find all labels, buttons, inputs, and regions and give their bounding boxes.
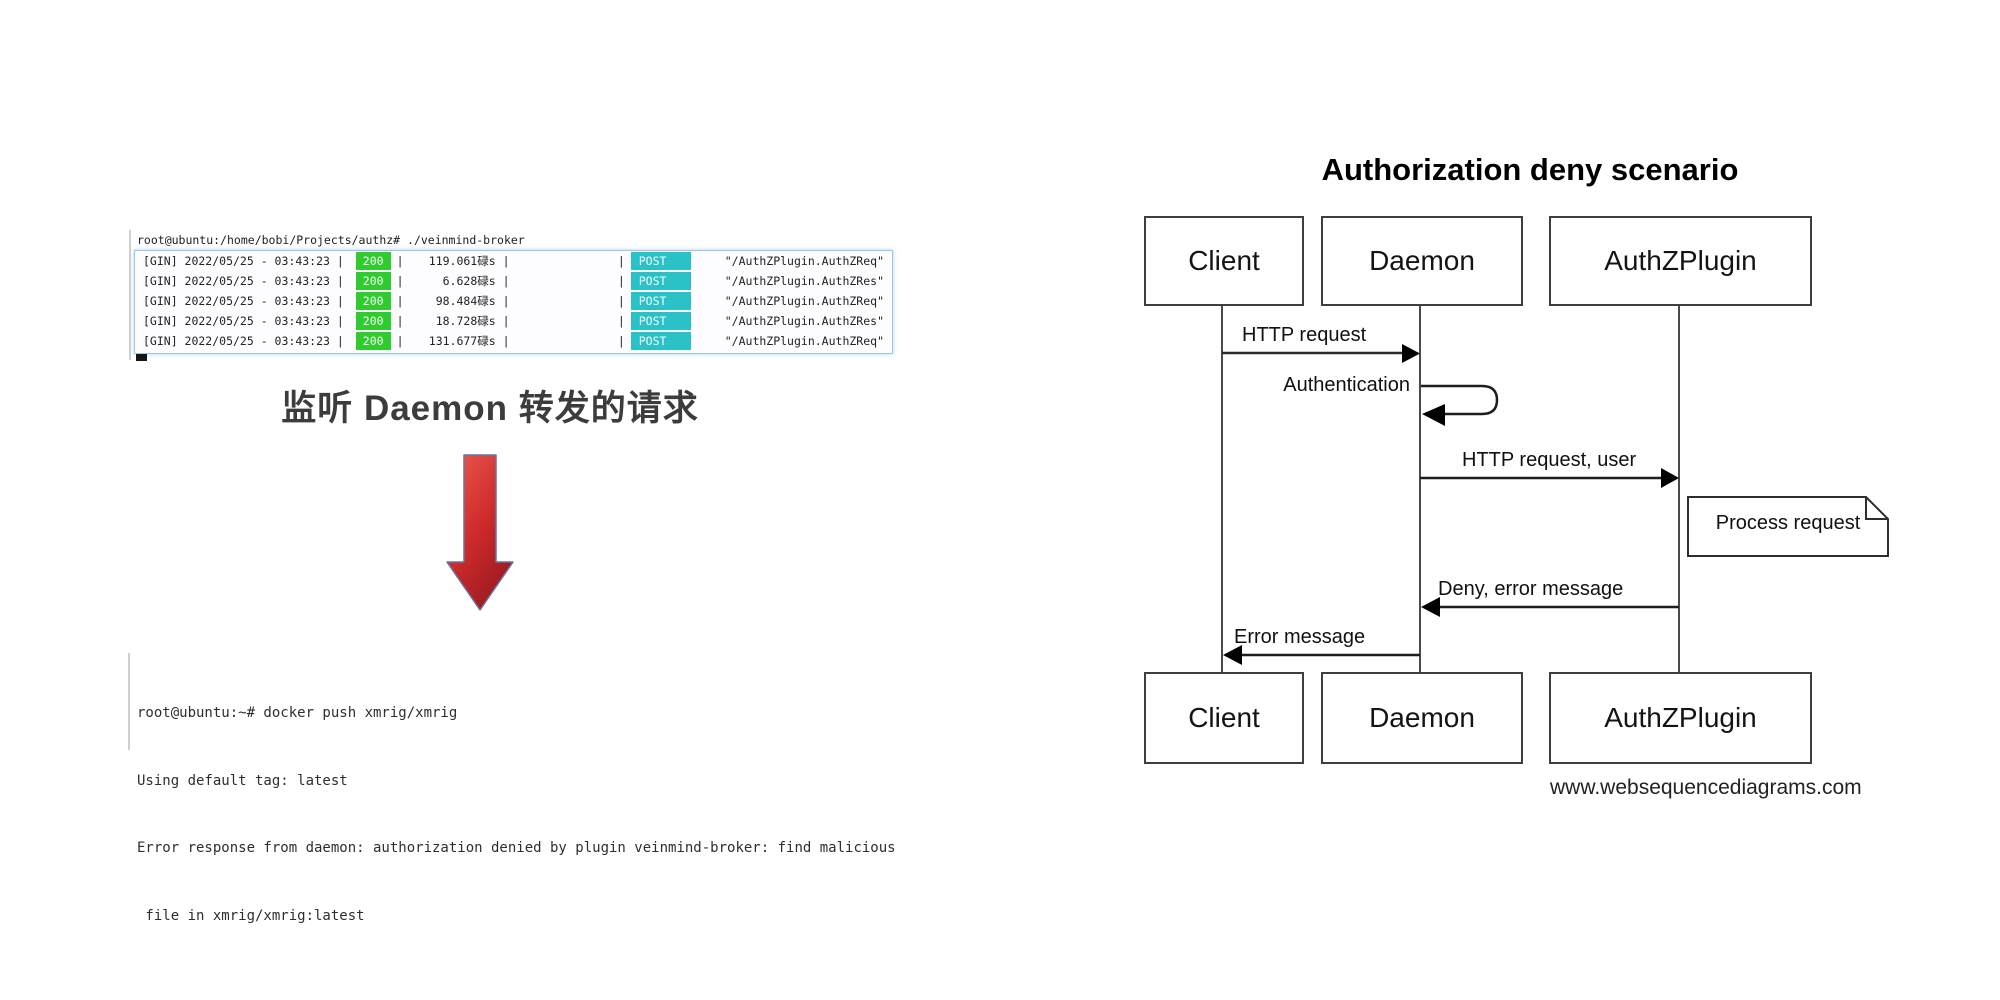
- log-path: "/AuthZPlugin.AuthZRes": [724, 274, 884, 288]
- log-duration: 98.484碌s |: [435, 294, 510, 308]
- log-timestamp: [GIN] 2022/05/25 - 03:43:23 |: [143, 294, 344, 308]
- log-duration: 131.677碌s |: [428, 334, 510, 348]
- method-badge: POST: [630, 252, 691, 270]
- arrowhead-left-icon: [1422, 404, 1445, 426]
- pipe: |: [617, 314, 625, 328]
- terminal-line: Error response from daemon: authorizatio…: [137, 840, 896, 856]
- actor-authzplugin-top: AuthZPlugin: [1549, 216, 1812, 306]
- actor-label: Client: [1188, 245, 1260, 276]
- actor-client-bottom: Client: [1144, 672, 1304, 764]
- terminal-line: root@ubuntu:~# docker push xmrig/xmrig: [137, 705, 458, 721]
- message-label-authentication: Authentication: [1283, 374, 1410, 396]
- log-timestamp: [GIN] 2022/05/25 - 03:43:23 |: [143, 314, 344, 328]
- gin-log-box: [GIN] 2022/05/25 - 03:43:23 | 200 | 119.…: [134, 250, 893, 354]
- method-badge: POST: [630, 312, 691, 330]
- log-path: "/AuthZPlugin.AuthZReq": [724, 334, 884, 348]
- attribution-text: www.websequencediagrams.com: [1550, 776, 1862, 799]
- pipe: |: [396, 294, 404, 308]
- method-badge: POST: [630, 292, 691, 310]
- log-row: [GIN] 2022/05/25 - 03:43:23 | 200 | 18.7…: [135, 311, 892, 331]
- note-fold-icon: [1865, 497, 1888, 520]
- log-row: [GIN] 2022/05/25 - 03:43:23 | 200 | 98.4…: [135, 291, 892, 311]
- sequence-diagram-canvas: [1221, 304, 1889, 673]
- log-path: "/AuthZPlugin.AuthZReq": [724, 254, 884, 268]
- actor-label: Client: [1188, 702, 1260, 733]
- docker-push-terminal: root@ubuntu:~# docker push xmrig/xmrig U…: [137, 657, 896, 972]
- status-badge: 200: [355, 292, 391, 310]
- terminal-line: file in xmrig/xmrig:latest: [137, 907, 365, 924]
- caption-text: 监听 Daemon 转发的请求: [281, 389, 699, 428]
- pipe: |: [617, 334, 625, 348]
- pipe: |: [396, 334, 404, 348]
- actor-label: Daemon: [1369, 702, 1475, 733]
- actor-label: AuthZPlugin: [1604, 245, 1757, 276]
- pipe: |: [396, 314, 404, 328]
- status-badge: 200: [355, 272, 391, 290]
- terminal-command-line: root@ubuntu:/home/bobi/Projects/authz# .…: [137, 233, 525, 247]
- status-badge: 200: [355, 312, 391, 330]
- pipe: |: [396, 274, 404, 288]
- status-badge: 200: [355, 332, 391, 350]
- log-timestamp: [GIN] 2022/05/25 - 03:43:23 |: [143, 334, 344, 348]
- screenshot-edge-line: [128, 653, 130, 750]
- log-duration: 6.628碌s |: [442, 274, 510, 288]
- arrowhead-right-icon: [1402, 344, 1420, 363]
- method-badge: POST: [630, 332, 691, 350]
- arrowhead-left-icon: [1223, 645, 1242, 665]
- terminal-cursor: [136, 354, 147, 361]
- pipe: |: [396, 254, 404, 268]
- message-label-error-message: Error message: [1234, 626, 1366, 648]
- message-label-http-request-user: HTTP request, user: [1462, 449, 1637, 471]
- log-row: [GIN] 2022/05/25 - 03:43:23 | 200 | 119.…: [135, 251, 892, 271]
- log-path: "/AuthZPlugin.AuthZRes": [724, 314, 884, 328]
- log-timestamp: [GIN] 2022/05/25 - 03:43:23 |: [143, 254, 344, 268]
- note-shape: [1687, 496, 1889, 557]
- actor-label: Daemon: [1369, 245, 1475, 276]
- self-loop-authentication: [1421, 384, 1499, 416]
- log-timestamp: [GIN] 2022/05/25 - 03:43:23 |: [143, 274, 344, 288]
- screenshot-edge-line: [129, 230, 131, 360]
- actor-daemon-top: Daemon: [1321, 216, 1523, 306]
- log-path: "/AuthZPlugin.AuthZReq": [724, 294, 884, 308]
- message-label-deny-error: Deny, error message: [1438, 578, 1624, 600]
- diagram-title: Authorization deny scenario: [1321, 152, 1739, 187]
- actor-authzplugin-bottom: AuthZPlugin: [1549, 672, 1812, 764]
- pipe: |: [617, 294, 625, 308]
- log-duration: 18.728碌s |: [435, 314, 510, 328]
- actor-daemon-bottom: Daemon: [1321, 672, 1523, 764]
- log-duration: 119.061碌s |: [428, 254, 510, 268]
- terminal-line: Using default tag: latest: [137, 772, 348, 789]
- log-row: [GIN] 2022/05/25 - 03:43:23 | 200 | 6.62…: [135, 271, 892, 291]
- status-badge: 200: [355, 252, 391, 270]
- message-label-http-request: HTTP request: [1242, 324, 1367, 346]
- arrowhead-right-icon: [1661, 468, 1679, 488]
- log-row: [GIN] 2022/05/25 - 03:43:23 | 200 | 131.…: [135, 331, 892, 351]
- note-label-process-request: Process request: [1715, 512, 1861, 534]
- pipe: |: [617, 274, 625, 288]
- method-badge: POST: [630, 272, 691, 290]
- red-down-arrow: [446, 454, 514, 611]
- actor-client-top: Client: [1144, 216, 1304, 306]
- arrowhead-left-icon: [1421, 597, 1440, 617]
- actor-label: AuthZPlugin: [1604, 702, 1757, 733]
- pipe: |: [617, 254, 625, 268]
